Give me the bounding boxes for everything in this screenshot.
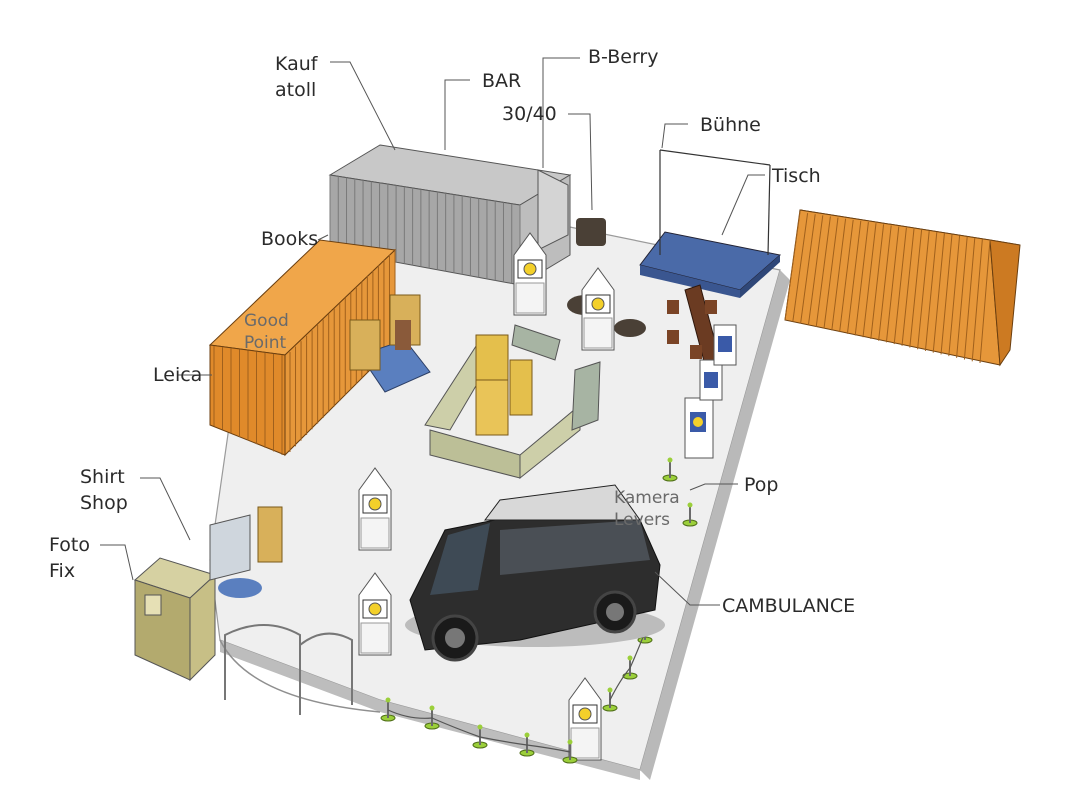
bollard [424, 705, 440, 730]
kiosk [581, 267, 615, 351]
books-area [349, 294, 431, 393]
container-right [784, 209, 1021, 367]
container-rib [784, 211, 801, 321]
label-bberry: B-Berry [588, 46, 659, 68]
kiosk [358, 467, 392, 551]
label-fotofix: Foto Fix [49, 534, 90, 582]
container-rib [807, 215, 824, 326]
label-leica: Leica [153, 364, 203, 386]
container-rib [979, 239, 991, 364]
container-rib [963, 237, 976, 360]
photo-booth [134, 557, 216, 682]
container-rib [909, 229, 923, 348]
container-rib [854, 222, 869, 336]
container-rib [870, 224, 885, 339]
container-rib [885, 226, 900, 343]
callout-lines [100, 57, 765, 606]
bollard [682, 502, 698, 527]
cambulance-van [405, 484, 665, 662]
container-rib [878, 225, 892, 341]
label-cambulance: CAMBULANCE [722, 595, 856, 617]
container-rib [924, 232, 938, 352]
label-kaufatoll: Kauf atoll [275, 53, 318, 101]
container-rib [917, 230, 930, 350]
container-rib [971, 238, 983, 362]
container-rib [901, 228, 915, 346]
label-3040: 30/40 [502, 103, 557, 125]
container-rib [823, 217, 839, 329]
container-rib [893, 227, 907, 345]
floor-shadow-bottom [220, 640, 640, 780]
label-buehne: Bühne [700, 114, 761, 136]
container-rib [815, 216, 831, 327]
container-bar [328, 144, 572, 286]
kiosk [568, 677, 602, 761]
container-rib [800, 214, 816, 324]
rope-barrier [387, 709, 571, 753]
floor-shadow-right [640, 270, 790, 780]
entrance-gate [224, 624, 353, 715]
bollard-line [380, 457, 698, 764]
stage [639, 149, 782, 298]
bollard [380, 697, 396, 722]
label-books: Books [261, 228, 319, 250]
container-leica [208, 239, 397, 457]
label-shirtshop: Shirt Shop [80, 466, 128, 514]
container-rib [932, 233, 945, 353]
bollard [662, 457, 678, 482]
label-bar: BAR [482, 70, 522, 92]
bar-counter [424, 324, 601, 480]
kiosk [513, 232, 547, 316]
shirt-shop [209, 506, 283, 598]
pop-displays [684, 324, 737, 459]
bollard [562, 739, 578, 764]
bollard [519, 732, 535, 757]
container-rib [846, 220, 862, 334]
container-rib [831, 218, 847, 331]
container-rib [839, 219, 854, 333]
entrance-curve [219, 639, 381, 713]
label-pop: Pop [744, 474, 779, 496]
label-kameralevers: Kamera Levers [614, 488, 680, 530]
bollard [472, 724, 488, 749]
container-rib [792, 213, 809, 322]
kiosk [358, 572, 392, 656]
container-rib [862, 223, 877, 338]
display-kiosks [358, 232, 615, 761]
dining-table [667, 284, 721, 366]
label-goodpoint: Good Point [244, 311, 289, 353]
container-rib [940, 234, 953, 355]
container-rib [956, 236, 968, 358]
rope-barrier-right [609, 631, 646, 701]
container-rib [948, 235, 961, 357]
label-tisch: Tisch [772, 165, 821, 187]
